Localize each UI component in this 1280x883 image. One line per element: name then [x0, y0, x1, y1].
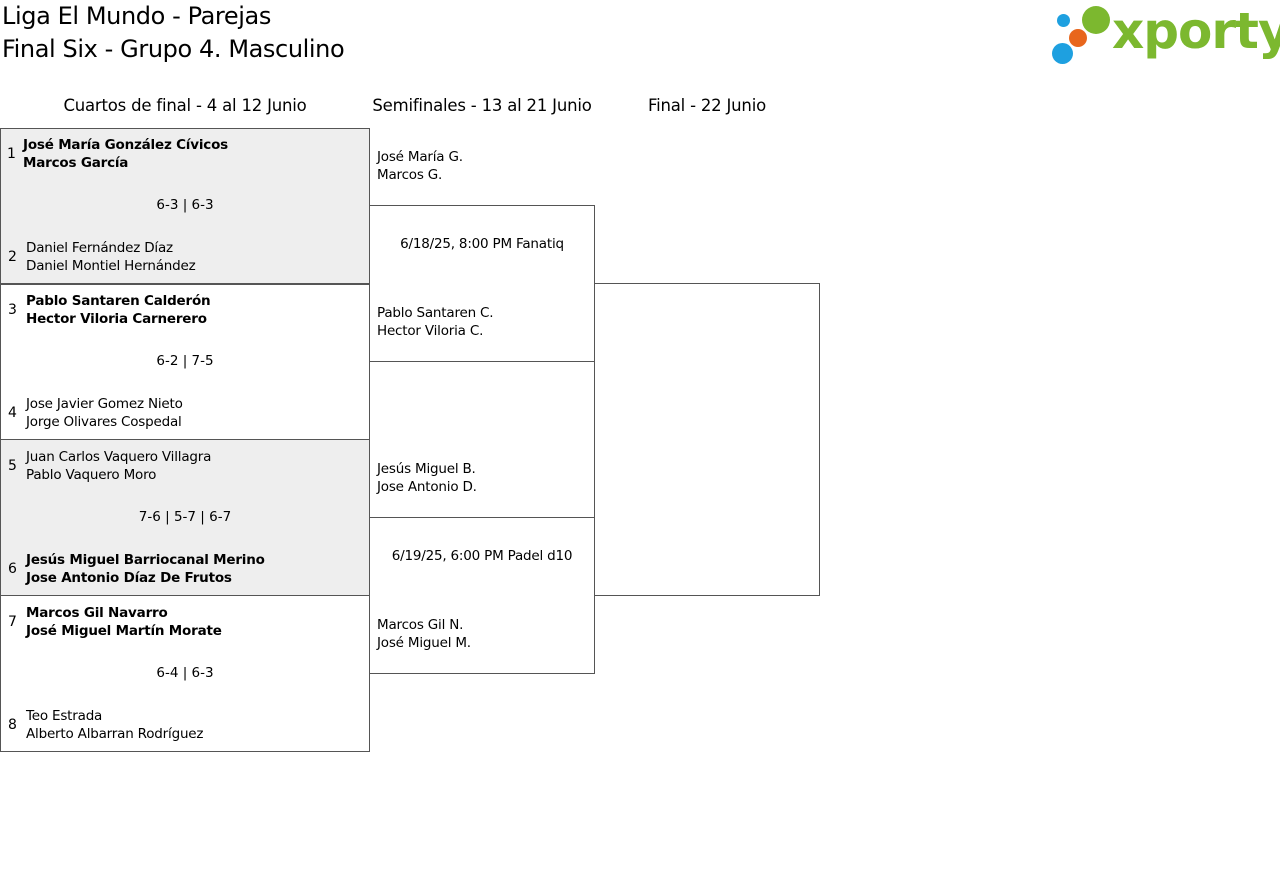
team-3-bottom-winner: Jesús Miguel Barriocanal Merino Jose Ant… — [26, 551, 265, 587]
logo-dot-orange — [1069, 29, 1087, 47]
player-name: Hector Viloria C. — [377, 323, 484, 339]
player-name: José María González Cívicos — [23, 137, 228, 153]
player-name: Jesús Miguel Barriocanal Merino — [26, 552, 265, 568]
player-name: Teo Estrada — [26, 708, 103, 724]
match-score: 6-2 | 7-5 — [156, 353, 214, 369]
player-name: Marcos G. — [377, 167, 443, 183]
quarterfinal-match-1 — [0, 128, 370, 285]
seed-number: 6 — [8, 561, 17, 577]
team-4-bottom: Teo Estrada Alberto Albarran Rodríguez — [26, 707, 203, 743]
player-name: Jose Antonio Díaz De Frutos — [26, 570, 232, 586]
match-score: 6-4 | 6-3 — [156, 665, 214, 681]
semifinal-1-bottom-team: Pablo Santaren C. Hector Viloria C. — [377, 304, 494, 340]
player-name: Pablo Santaren C. — [377, 305, 494, 321]
logo-dot-blue-small — [1057, 14, 1070, 27]
match-score: 6-3 | 6-3 — [156, 197, 214, 213]
xporty-logo: xporty — [1050, 2, 1280, 68]
player-name: Marcos Gil N. — [377, 617, 464, 633]
team-3-top: Juan Carlos Vaquero Villagra Pablo Vaque… — [26, 448, 211, 484]
match-schedule: 6/18/25, 8:00 PM Fanatiq — [400, 236, 564, 252]
seed-number: 5 — [8, 458, 17, 474]
player-name: Jose Javier Gomez Nieto — [26, 396, 183, 412]
team-1-top-winner: José María González Cívicos Marcos Garcí… — [23, 136, 228, 172]
column-heading-semifinals: Semifinales - 13 al 21 Junio — [372, 96, 592, 115]
seed-number: 3 — [8, 302, 17, 318]
column-heading-final: Final - 22 Junio — [648, 96, 766, 115]
player-name: Pablo Vaquero Moro — [26, 467, 157, 483]
player-name: José Miguel M. — [377, 635, 471, 651]
player-name: Daniel Montiel Hernández — [26, 258, 196, 274]
seed-number: 7 — [8, 614, 17, 630]
match-score: 7-6 | 5-7 | 6-7 — [138, 509, 232, 525]
semifinal-2-top-team: Jesús Miguel B. Jose Antonio D. — [377, 460, 477, 496]
team-2-top-winner: Pablo Santaren Calderón Hector Viloria C… — [26, 292, 211, 328]
column-heading-quarterfinals: Cuartos de final - 4 al 12 Junio — [63, 96, 307, 115]
semifinal-1-top-team: José María G. Marcos G. — [377, 148, 463, 184]
logo-dot-blue — [1052, 43, 1073, 64]
player-name: Hector Viloria Carnerero — [26, 311, 207, 327]
player-name: Daniel Fernández Díaz — [26, 240, 173, 256]
player-name: Jorge Olivares Cospedal — [26, 414, 182, 430]
player-name: Pablo Santaren Calderón — [26, 293, 211, 309]
player-name: Alberto Albarran Rodríguez — [26, 726, 204, 742]
player-name: Marcos Gil Navarro — [26, 605, 168, 621]
player-name: Juan Carlos Vaquero Villagra — [26, 449, 212, 465]
logo-dot-green — [1082, 6, 1110, 34]
team-4-top-winner: Marcos Gil Navarro José Miguel Martín Mo… — [26, 604, 222, 640]
player-name: José María G. — [377, 149, 463, 165]
seed-number: 1 — [7, 146, 16, 162]
semifinal-2-bottom-team: Marcos Gil N. José Miguel M. — [377, 616, 471, 652]
seed-number: 4 — [8, 405, 17, 421]
final-match — [594, 283, 820, 596]
page-title: Liga El Mundo - Parejas — [2, 2, 271, 30]
seed-number: 8 — [8, 717, 17, 733]
logo-text: xporty — [1112, 2, 1280, 60]
player-name: Jose Antonio D. — [377, 479, 477, 495]
match-schedule: 6/19/25, 6:00 PM Padel d10 — [391, 548, 573, 564]
player-name: José Miguel Martín Morate — [26, 623, 222, 639]
quarterfinal-match-3 — [0, 439, 370, 596]
page-subtitle: Final Six - Grupo 4. Masculino — [2, 35, 345, 63]
seed-number: 2 — [8, 249, 17, 265]
player-name: Marcos García — [23, 155, 129, 171]
team-1-bottom: Daniel Fernández Díaz Daniel Montiel Her… — [26, 239, 196, 275]
team-2-bottom: Jose Javier Gomez Nieto Jorge Olivares C… — [26, 395, 183, 431]
player-name: Jesús Miguel B. — [377, 461, 476, 477]
